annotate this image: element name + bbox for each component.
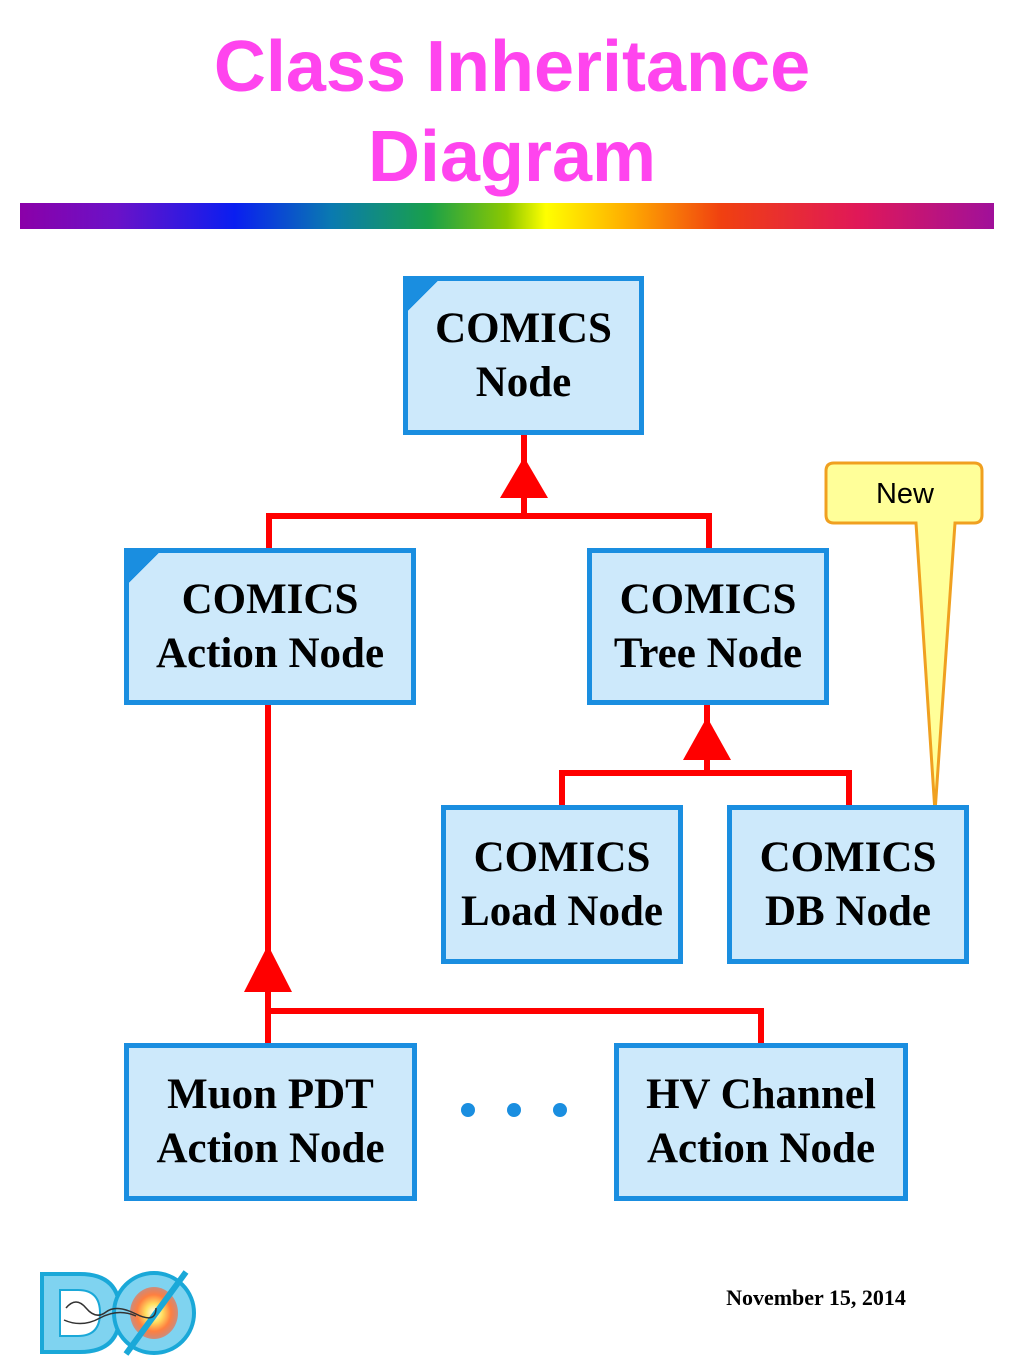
node-label-line-1: COMICS	[435, 304, 612, 352]
corner-marker-icon	[129, 553, 159, 583]
ellipsis-dot	[553, 1103, 567, 1117]
node-label-line-1: COMICS	[759, 833, 937, 881]
node-label-line-2: Action Node	[156, 1125, 385, 1172]
corner-marker-icon	[408, 281, 438, 311]
muon-pdt-action-node-box: Muon PDT Action Node	[124, 1043, 417, 1201]
ellipsis-dot	[507, 1103, 521, 1117]
node-label-line-1: HV Channel	[646, 1071, 876, 1118]
new-callout-label: New	[875, 477, 934, 510]
footer-date: November 15, 2014	[726, 1285, 906, 1310]
comics-tree-node-box: COMICS Tree Node	[587, 548, 829, 705]
node-label-line-2: DB Node	[764, 887, 932, 935]
inherit-arrow-root	[500, 457, 548, 498]
node-label-line-2: Node	[475, 358, 572, 406]
page-title: Class Inheritance Diagram	[0, 22, 1024, 202]
hv-channel-action-node-box: HV Channel Action Node	[614, 1043, 908, 1201]
node-label-line-2: Action Node	[155, 629, 385, 677]
inherit-arrow-tree	[683, 717, 731, 760]
comics-db-node-box: COMICS DB Node	[727, 805, 969, 964]
ellipsis-more-nodes	[455, 1103, 575, 1133]
comics-load-node-box: COMICS Load Node	[441, 805, 683, 964]
connector-action-branch	[268, 1008, 764, 1046]
title-line-1: Class Inheritance	[213, 27, 811, 107]
node-label-line-1: Muon PDT	[167, 1071, 374, 1118]
rainbow-divider	[20, 203, 994, 229]
node-label-line-2: Action Node	[646, 1125, 876, 1172]
new-callout-shape	[824, 461, 984, 813]
comics-action-node-box: COMICS Action Node	[124, 548, 416, 705]
ellipsis-dot	[461, 1103, 475, 1117]
comics-node-box: COMICS Node	[403, 276, 644, 435]
connector-tree-branch	[559, 770, 852, 806]
node-label-line-2: Load Node	[461, 887, 663, 935]
node-label-line-1: COMICS	[181, 575, 359, 623]
inherit-arrow-action	[244, 945, 292, 992]
title-line-2: Diagram	[367, 117, 657, 197]
node-label-line-1: COMICS	[473, 833, 651, 881]
node-label-line-1: COMICS	[619, 575, 797, 623]
connector-root-branch	[266, 513, 712, 550]
d0-experiment-logo-icon	[40, 1270, 196, 1356]
node-label-line-2: Tree Node	[613, 629, 803, 677]
